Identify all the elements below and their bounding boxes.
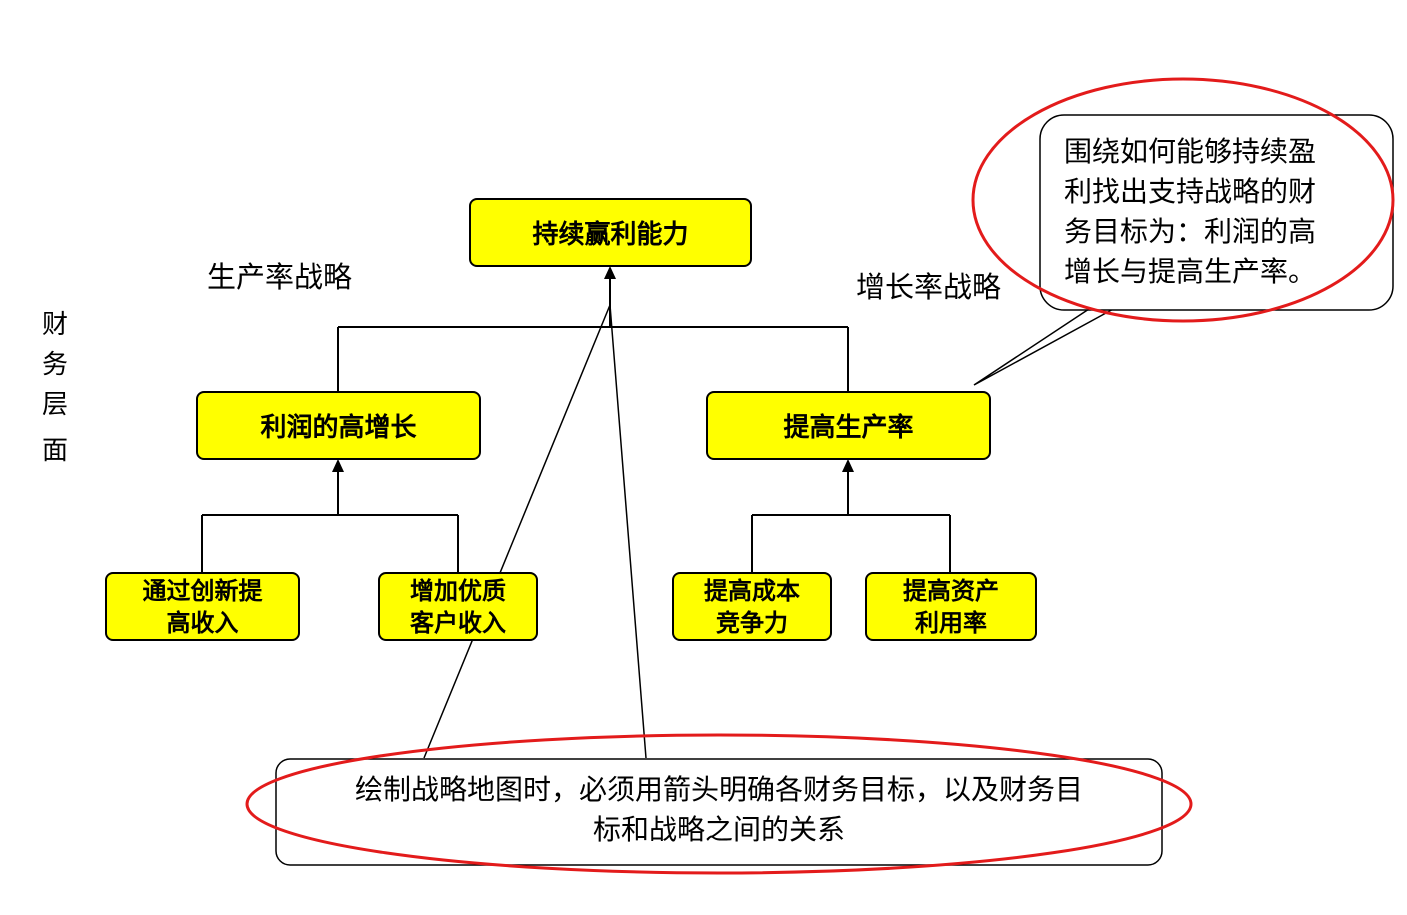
arrowhead-top	[604, 266, 616, 279]
top-highlight-ellipse	[971, 77, 1395, 323]
bottom-callout-line-2: 标和战略之间的关系	[592, 813, 845, 846]
top-callout-line-1: 围绕如何能够持续盈	[1064, 135, 1317, 168]
top-callout-text: 围绕如何能够持续盈 利找出支持战略的财 务目标为：利润的高 增长与提高生产率。	[1064, 132, 1364, 292]
arrowheads	[332, 266, 854, 472]
top-callout-line-2: 利找出支持战略的财	[1064, 175, 1317, 208]
side-label-char-1: 财	[41, 310, 68, 340]
callout-pointers	[423, 304, 1118, 759]
strategy-label-productivity: 生产率战略	[207, 260, 353, 294]
node-asset-utilization-line1: 提高资产	[903, 575, 999, 605]
side-label-char-4: 面	[41, 436, 68, 466]
node-innovation-revenue-line1: 通过创新提	[142, 575, 263, 605]
top-callout-line-3: 务目标为：利润的高	[1064, 215, 1317, 248]
node-innovation-revenue: 通过创新提 高收入	[105, 572, 300, 641]
node-innovation-revenue-line2: 高收入	[166, 607, 239, 637]
node-profit-growth: 利润的高增长	[196, 391, 481, 460]
side-label-char-3: 层	[41, 390, 68, 420]
node-quality-customer-revenue: 增加优质 客户收入	[378, 572, 538, 641]
arrowhead-left	[332, 459, 344, 472]
node-quality-customer-revenue-line2: 客户收入	[410, 607, 506, 637]
node-quality-customer-revenue-line1: 增加优质	[410, 575, 506, 605]
node-profit-growth-label: 利润的高增长	[260, 413, 417, 443]
arrowhead-right	[842, 459, 854, 472]
top-callout-line-4: 增长与提高生产率。	[1064, 255, 1317, 288]
bottom-callout-box	[275, 758, 1163, 866]
node-sustained-profitability: 持续赢利能力	[469, 198, 752, 267]
node-asset-utilization-line2: 利用率	[915, 607, 987, 637]
node-cost-competitiveness-line2: 竞争力	[716, 607, 788, 637]
bottom-callout-line-1: 绘制战略地图时，必须用箭头明确各财务目标，以及财务目	[354, 773, 1083, 806]
bottom-highlight-ellipse	[245, 733, 1193, 875]
node-asset-utilization: 提高资产 利用率	[865, 572, 1037, 641]
side-label-char-2: 务	[41, 350, 68, 380]
node-sustained-profitability-label: 持续赢利能力	[532, 220, 689, 250]
node-productivity-improvement-label: 提高生产率	[783, 413, 914, 443]
node-productivity-improvement: 提高生产率	[706, 391, 991, 460]
node-cost-competitiveness-line1: 提高成本	[704, 575, 800, 605]
strategy-label-growth: 增长率战略	[856, 270, 1002, 304]
tree-connectors	[201, 268, 951, 572]
node-cost-competitiveness: 提高成本 竞争力	[672, 572, 832, 641]
top-callout-pointer	[973, 306, 1118, 386]
side-label-financial-perspective: 财 务 层 面	[40, 305, 70, 471]
bottom-callout-text: 绘制战略地图时，必须用箭头明确各财务目标，以及财务目 标和战略之间的关系	[290, 770, 1148, 850]
